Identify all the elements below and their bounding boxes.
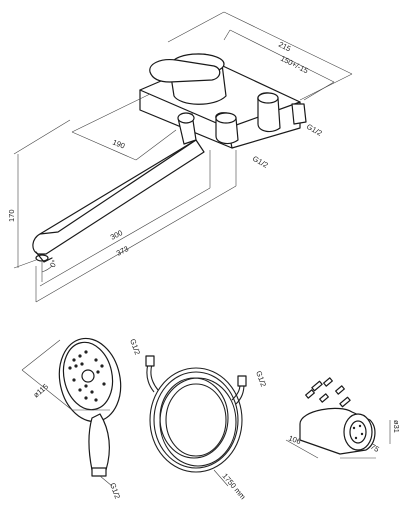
hose-thread-top-label: G1/2 (128, 338, 142, 356)
dim-inlet-left: G1/2 (251, 154, 270, 170)
shower-diameter-label: ø115 (32, 382, 50, 400)
faucet-drawing (13, 11, 353, 303)
dim-width-total: 215 (277, 40, 292, 54)
holder-depth-label: 106 (287, 433, 302, 446)
dim-centers: 150+/-15 (279, 54, 310, 76)
dim-inlet-right: G1/2 (305, 122, 324, 138)
dim-total-length: 373 (115, 244, 130, 258)
hose-thread-right-label: G1/2 (254, 370, 268, 388)
dim-spout-length: 300 (109, 228, 124, 242)
holder-diameter-label: ø31 (392, 420, 401, 433)
shower-thread-label: G1/2 (108, 482, 122, 500)
holder-drawing (285, 377, 391, 459)
dim-spout-reach: 190 (111, 138, 126, 151)
hose-drawing (145, 355, 247, 487)
dim-height: 170 (7, 209, 16, 222)
shower-head-drawing (21, 337, 122, 487)
hose-length-label: 1750 mm (220, 472, 247, 502)
dim-angle: 0° (48, 258, 59, 269)
holder-width-label: 75 (369, 442, 381, 454)
nozzle-dots (68, 350, 106, 402)
screws (305, 377, 351, 408)
